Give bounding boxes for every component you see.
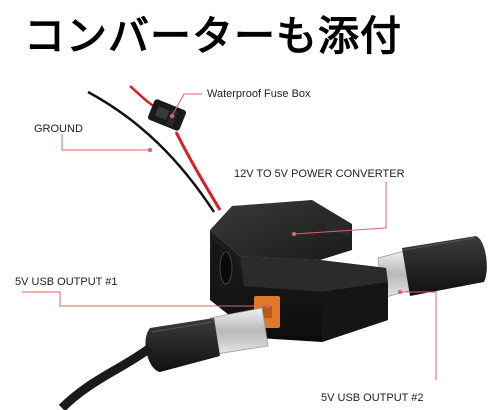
leader-dots — [147, 113, 403, 309]
page-title: コンバーターも添付 — [24, 12, 402, 60]
fuse-box — [148, 99, 186, 131]
leader-usb1 — [22, 291, 268, 307]
leader-usb2 — [400, 291, 437, 380]
leader-fuse — [171, 93, 202, 117]
leader-converter — [293, 182, 387, 235]
red-wire-lower — [174, 131, 222, 211]
leader-lines — [22, 93, 437, 380]
usb-plug-2 — [377, 236, 487, 299]
label-fuse-box: Waterproof Fuse Box — [207, 88, 311, 100]
ground-wire — [87, 90, 216, 213]
label-usb-output-1: 5V USB OUTPUT #1 — [15, 276, 118, 288]
usb-plug-1 — [58, 307, 269, 410]
converter-body — [210, 200, 388, 342]
label-ground: GROUND — [34, 123, 83, 135]
leader-ground — [61, 134, 150, 151]
label-converter: 12V TO 5V POWER CONVERTER — [234, 168, 405, 180]
label-usb-output-2: 5V USB OUTPUT #2 — [321, 392, 424, 404]
